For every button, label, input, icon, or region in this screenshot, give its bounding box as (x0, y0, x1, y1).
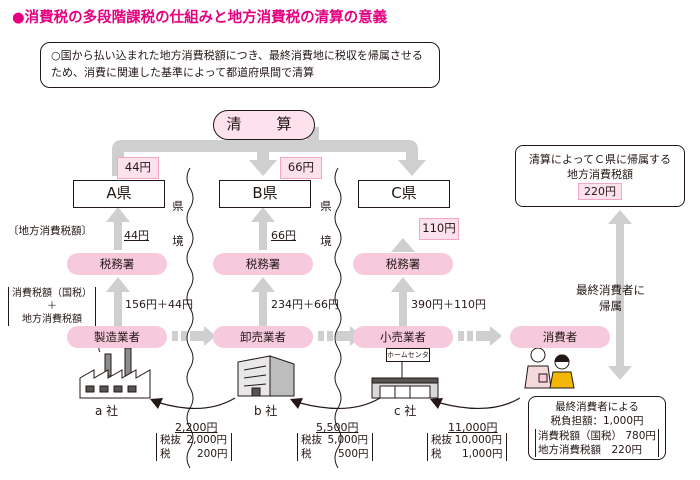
transaction-1-tax-label: 税 (160, 448, 171, 460)
prefecture-c-settlement-amount: 110円 (419, 218, 459, 240)
tax-burden-box: 最終消費者による 税負担額：1,000円 消費税額（国税） 780円 地方消費税… (528, 396, 666, 460)
settlement-attribution-line2: 地方消費税額 (567, 168, 633, 181)
tax-office-a: 税務署 (67, 253, 167, 275)
transaction-3-tax-label: 税 (431, 448, 442, 460)
transaction-3-ex-label: 税抜 (431, 434, 452, 446)
tax-payment-b: 234円＋66円 (271, 298, 339, 311)
prefecture-b-settlement-amount: 66円 (280, 157, 322, 179)
transaction-1-tax-value: 200円 (196, 448, 228, 460)
business-retailer: 小売業者 (353, 326, 453, 348)
tax-payment-a: 156円＋44円 (125, 298, 193, 311)
tax-breakdown-label: 消費税額（国税） ＋ 地方消費税額 (8, 287, 96, 326)
final-label-line2: 帰属 (599, 299, 622, 313)
prefecture-border-label-1: 県 境 (171, 200, 185, 253)
consumer-family-icon (524, 347, 575, 389)
prefecture-a-box: A県 (73, 180, 165, 208)
transaction-1-ex-label: 税抜 (160, 434, 181, 446)
local-tax-amount-b: 66円 (271, 229, 296, 242)
prefecture-border-label-2: 県 境 (319, 200, 333, 253)
upward-arrows (106, 207, 632, 380)
company-a-label: a 社 (95, 404, 119, 418)
prefecture-b-box: B県 (219, 180, 311, 208)
settlement-attribution-line1: 清算によってＣ県に帰属する (528, 153, 672, 166)
tax-office-c: 税務署 (353, 253, 453, 275)
local-tax-amount-a: 44円 (124, 229, 149, 242)
tax-breakdown-line1: 消費税額（国税） (12, 288, 92, 299)
company-b-label: b 社 (254, 404, 278, 418)
warehouse-building-icon (237, 355, 295, 397)
transaction-1-total: 2,200円 (175, 421, 218, 434)
tax-payment-c: 390円＋110円 (411, 298, 486, 311)
transaction-2-ex-value: 5,000円 (327, 434, 368, 446)
tax-breakdown-line2: ＋ (47, 301, 57, 312)
transaction-1-breakdown: 税抜 2,000円 税 200円 (156, 433, 232, 461)
transaction-1-ex-value: 2,000円 (186, 434, 227, 446)
burden-local-value: 220円 (611, 444, 643, 456)
settlement-attribution-amount: 220円 (578, 183, 622, 200)
transaction-2-tax-label: 税 (301, 448, 312, 460)
transaction-3-total: 11,000円 (448, 421, 498, 434)
home-center-store-icon (371, 360, 439, 399)
company-c-label: c 社 (394, 404, 417, 418)
burden-national-label: 消費税額（国税） (538, 430, 622, 442)
transaction-3-tax-value: 1,000円 (461, 448, 503, 460)
store-sign: ホームセンター (386, 348, 430, 362)
prefecture-a-settlement-amount: 44円 (117, 157, 159, 179)
transaction-3-ex-value: 10,000円 (454, 434, 502, 446)
burden-local-label: 地方消費税額 (538, 444, 601, 456)
transaction-2-total: 5,500円 (316, 421, 359, 434)
prefecture-border-lines (186, 167, 342, 469)
business-wholesaler: 卸売業者 (213, 326, 313, 348)
tax-breakdown-line3: 地方消費税額 (22, 314, 82, 325)
final-consumer-attribution-label: 最終消費者に 帰属 (576, 282, 645, 314)
burden-national-value: 780円 (625, 430, 656, 442)
business-manufacturer: 製造業者 (67, 326, 167, 348)
settlement-attribution-box: 清算によってＣ県に帰属する 地方消費税額 220円 (515, 145, 685, 207)
tax-office-b: 税務署 (213, 253, 313, 275)
consumer-label: 消費者 (510, 326, 610, 348)
transaction-2-ex-label: 税抜 (301, 434, 322, 446)
payment-arrows (159, 397, 521, 410)
page-title: ●消費税の多段階課税の仕組みと地方消費税の清算の意義 (12, 10, 388, 26)
tax-burden-line1: 最終消費者による (555, 401, 639, 413)
factory-icon (79, 343, 151, 399)
local-tax-label: 〔地方消費税額〕 (8, 225, 92, 237)
prefecture-c-box: C県 (358, 180, 450, 208)
final-label-line1: 最終消費者に (576, 283, 645, 297)
explanation-note: ○国から払い込まれた地方消費税額につき、最終消費地に税収を帰属させるため、消費に… (40, 42, 440, 88)
transaction-2-tax-value: 500円 (337, 448, 369, 460)
transaction-2-breakdown: 税抜 5,000円 税 500円 (297, 433, 373, 461)
settlement-label: 清 算 (213, 110, 315, 140)
tax-burden-line2: 税負担額：1,000円 (550, 415, 644, 427)
